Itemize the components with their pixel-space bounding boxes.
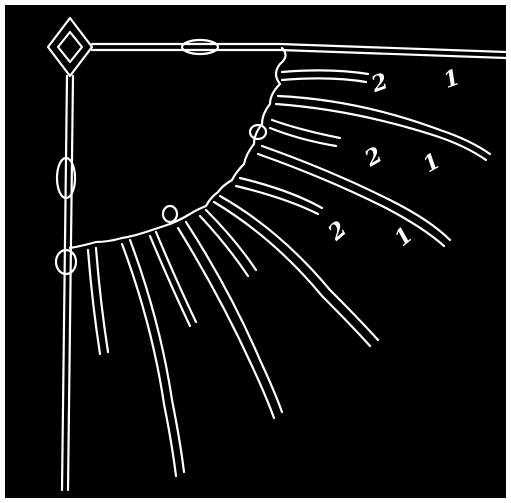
fringe-strands	[88, 70, 490, 476]
top-cord	[92, 40, 506, 58]
corner-diamond	[48, 18, 92, 76]
scalloped-heading	[56, 48, 286, 274]
left-cord	[57, 76, 75, 490]
